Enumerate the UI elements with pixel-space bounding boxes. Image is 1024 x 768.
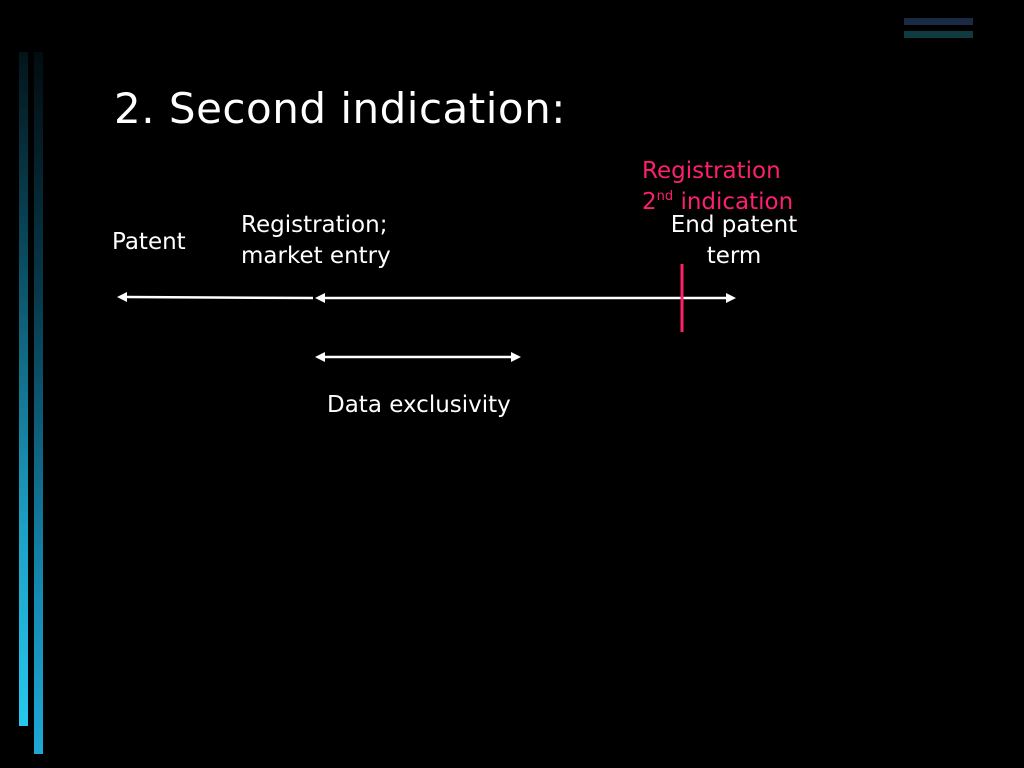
patent-arrow xyxy=(117,292,314,302)
data-exclusivity-arrow-head-left xyxy=(315,352,325,362)
registration-market-entry-label: Registration; market entry xyxy=(241,212,391,269)
slide-title: 2. Second indication: xyxy=(114,84,566,133)
decorative-bar-right xyxy=(34,52,43,754)
data-exclusivity-label: Data exclusivity xyxy=(327,392,511,418)
registration-second-suffix: nd xyxy=(656,189,674,204)
market-arrow-head-left xyxy=(315,293,325,303)
end-patent-term-label: End patent term xyxy=(670,212,798,269)
patent-arrow-line xyxy=(123,295,314,300)
registration-second-ordinal: 2 xyxy=(642,189,657,215)
market-arrow xyxy=(315,293,736,303)
corner-decoration-top xyxy=(904,18,973,25)
patent-label: Patent xyxy=(112,229,186,255)
patent-arrow-head xyxy=(117,292,127,302)
corner-decoration-bottom xyxy=(904,31,973,38)
registration-second-rest: indication xyxy=(673,189,794,215)
data-exclusivity-arrow-head-right xyxy=(511,352,521,362)
data-exclusivity-arrow xyxy=(315,352,521,362)
registration-second-line1: Registration xyxy=(642,158,781,184)
decorative-bar-left xyxy=(19,52,28,726)
market-arrow-head-right xyxy=(726,293,736,303)
registration-second-indication-label: Registration 2nd indication xyxy=(642,125,793,218)
